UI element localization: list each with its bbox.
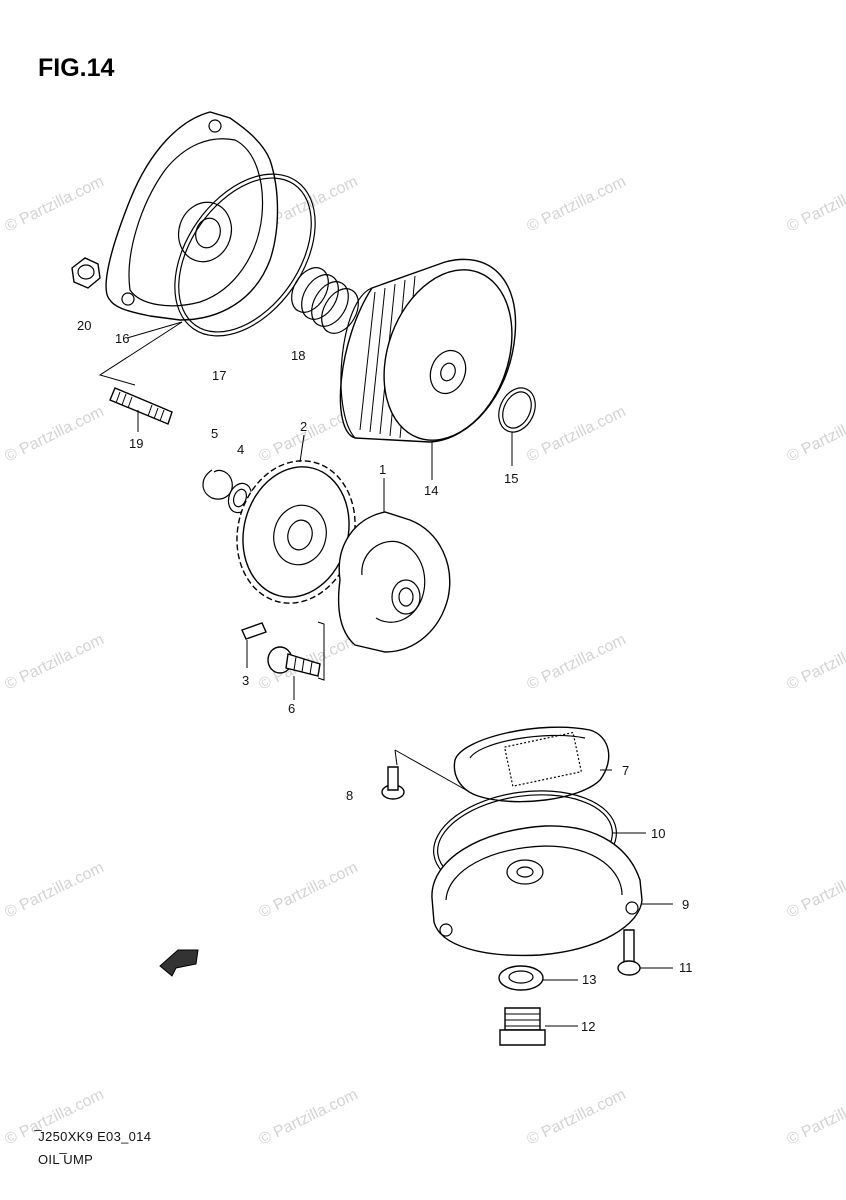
callout-11: 11 bbox=[679, 960, 693, 975]
callout-19: 19 bbox=[129, 436, 143, 451]
fwd-arrow-icon bbox=[159, 949, 199, 977]
callout-8: 8 bbox=[346, 788, 353, 803]
callout-6: 6 bbox=[288, 701, 295, 716]
part-strainer-7 bbox=[453, 726, 610, 803]
callout-13: 13 bbox=[582, 972, 596, 987]
leader-lines bbox=[98, 321, 673, 1027]
part-oil-filter-cover bbox=[105, 111, 279, 321]
part-oil-filter-14 bbox=[339, 258, 517, 443]
part-oil-pump-body-1 bbox=[337, 511, 451, 653]
callout-5: 5 bbox=[211, 426, 218, 441]
part-bolt-6 bbox=[267, 646, 321, 677]
watermark: © Partzilla.com bbox=[524, 173, 628, 236]
figure-title: FIG.14 bbox=[38, 54, 115, 82]
watermark: © Partzilla.com bbox=[2, 631, 106, 694]
part-drain-plug-12 bbox=[499, 1007, 546, 1046]
part-gasket-13 bbox=[498, 965, 544, 991]
callout-18: 18 bbox=[291, 348, 305, 363]
part-o-ring-17 bbox=[174, 173, 316, 337]
watermark: © Partzilla.com bbox=[784, 631, 846, 694]
callout-15: 15 bbox=[504, 471, 518, 486]
watermark: © Partzilla.com bbox=[784, 1086, 846, 1149]
callout-7: 7 bbox=[622, 763, 629, 778]
watermark: © Partzilla.com bbox=[2, 173, 106, 236]
part-gear-2 bbox=[236, 460, 356, 604]
watermark: © Partzilla.com bbox=[256, 1086, 360, 1149]
part-nut-20 bbox=[71, 257, 101, 289]
section-name: OIL ̅UMP bbox=[38, 1152, 94, 1167]
watermark: © Partzilla.com bbox=[2, 859, 106, 922]
callout-3: 3 bbox=[242, 673, 249, 688]
callout-4: 4 bbox=[237, 442, 244, 457]
part-pin-3 bbox=[241, 622, 267, 640]
watermark: © Partzilla.com bbox=[256, 859, 360, 922]
watermark: © Partzilla.com bbox=[784, 173, 846, 236]
callouts: 1 2 3 4 5 6 7 8 9 10 11 12 13 14 15 16 1… bbox=[77, 318, 693, 1034]
watermark: © Partzilla.com bbox=[524, 1086, 628, 1149]
watermark: © Partzilla.com bbox=[784, 403, 846, 466]
callout-14: 14 bbox=[424, 483, 438, 498]
part-screw-8 bbox=[381, 766, 405, 800]
model-code: ̅J250XK9 E03_014 bbox=[38, 1129, 152, 1144]
part-stud-19 bbox=[109, 387, 173, 425]
callout-9: 9 bbox=[682, 897, 689, 912]
part-spring-18 bbox=[291, 267, 359, 334]
callout-2: 2 bbox=[300, 419, 307, 434]
watermark: © Partzilla.com bbox=[784, 859, 846, 922]
watermark: © Partzilla.com bbox=[524, 631, 628, 694]
part-bolt-11 bbox=[617, 929, 641, 976]
callout-12: 12 bbox=[581, 1019, 595, 1034]
part-circlip-5 bbox=[202, 469, 233, 500]
watermark: © Partzilla.com bbox=[2, 403, 106, 466]
callout-20: 20 bbox=[77, 318, 91, 333]
callout-17: 17 bbox=[212, 368, 226, 383]
watermark: © Partzilla.com bbox=[524, 403, 628, 466]
callout-16: 16 bbox=[115, 331, 129, 346]
callout-1: 1 bbox=[379, 462, 386, 477]
part-o-ring-15 bbox=[498, 387, 536, 433]
callout-10: 10 bbox=[651, 826, 665, 841]
part-oil-pan-9 bbox=[431, 825, 643, 957]
